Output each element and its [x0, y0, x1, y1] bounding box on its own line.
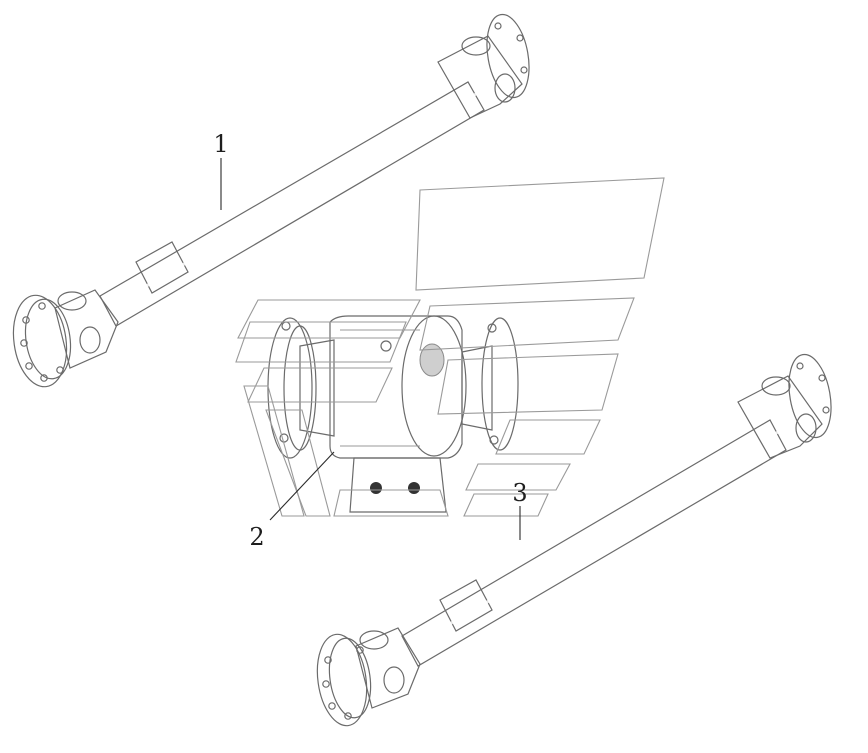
mounting-bolt [370, 482, 382, 494]
shaft-lower-right-flange [788, 353, 832, 439]
shaft-upper-tube [99, 81, 485, 327]
shaft-lower-right-yoke [737, 375, 823, 459]
shaft-upper-left-flange [12, 294, 72, 388]
shaft-lower-tube [401, 419, 787, 667]
drive-shaft-lower [316, 353, 832, 727]
callout-2: 2 [249, 451, 335, 551]
gearbox-housing [235, 177, 665, 517]
callout-label-1: 1 [213, 130, 228, 158]
exploded-view-guides [235, 177, 665, 517]
mounting-bolt [408, 482, 420, 494]
shaft-upper-right-flange [486, 13, 530, 99]
callout-label-2: 2 [249, 523, 264, 551]
callout-label-3: 3 [512, 479, 527, 507]
shaft-lower-left-flange [316, 633, 372, 727]
shaft-upper-right-yoke [437, 35, 523, 119]
drive-shaft-upper [12, 13, 530, 388]
callout-3: 3 [512, 479, 528, 540]
shaft-upper-left-yoke [54, 289, 119, 369]
gearbox-main-body [329, 315, 467, 459]
gearbox-right-flange [481, 317, 519, 451]
gearbox-mounting-foot [349, 457, 447, 513]
callout-1: 1 [213, 130, 229, 210]
leader-line-2 [269, 451, 335, 521]
shaft-lower-left-yoke [355, 627, 421, 709]
gearbox-right-neck [461, 345, 493, 431]
